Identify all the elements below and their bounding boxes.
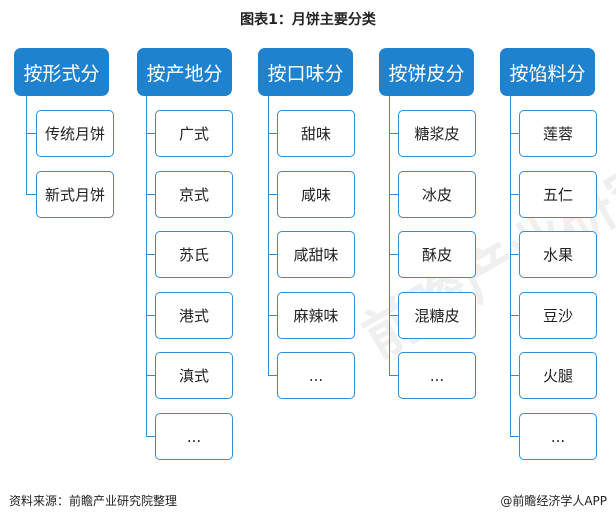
category-item: 甜味 bbox=[277, 110, 355, 157]
connector-line bbox=[26, 133, 36, 134]
category-item: 新式月饼 bbox=[36, 171, 114, 218]
category-item: 咸甜味 bbox=[277, 231, 355, 278]
connector-line bbox=[510, 436, 519, 437]
category-item: ... bbox=[398, 352, 476, 399]
category-item: 苏氏 bbox=[155, 231, 233, 278]
category-item: ... bbox=[155, 413, 233, 460]
connector-line bbox=[510, 194, 519, 195]
category-header-filling: 按馅料分 bbox=[500, 48, 595, 96]
brand-label: @前瞻经济学人APP bbox=[500, 494, 607, 508]
connector-line bbox=[510, 375, 519, 376]
connector-line bbox=[268, 315, 277, 316]
connector-line bbox=[268, 194, 277, 195]
source-note: 资料来源：前瞻产业研究院整理 bbox=[9, 494, 178, 508]
category-header-crust: 按饼皮分 bbox=[379, 48, 474, 96]
connector-line bbox=[389, 96, 390, 375]
category-item: 酥皮 bbox=[398, 231, 476, 278]
category-item: 莲蓉 bbox=[519, 110, 597, 157]
connector-line bbox=[146, 436, 155, 437]
category-header-flavor: 按口味分 bbox=[258, 48, 353, 96]
connector-line bbox=[26, 96, 27, 194]
category-item: 糖浆皮 bbox=[398, 110, 476, 157]
connector-line bbox=[510, 254, 519, 255]
chart-title: 图表1：月饼主要分类 bbox=[240, 12, 376, 28]
connector-line bbox=[510, 96, 511, 436]
category-item: ... bbox=[519, 413, 597, 460]
category-item: 咸味 bbox=[277, 171, 355, 218]
category-item: 京式 bbox=[155, 171, 233, 218]
connector-line bbox=[389, 315, 398, 316]
connector-line bbox=[146, 133, 155, 134]
connector-line bbox=[389, 254, 398, 255]
connector-line bbox=[389, 133, 398, 134]
connector-line bbox=[389, 194, 398, 195]
connector-line bbox=[268, 375, 277, 376]
connector-line bbox=[389, 375, 398, 376]
category-header-origin: 按产地分 bbox=[137, 48, 232, 96]
connector-line bbox=[26, 194, 36, 195]
connector-line bbox=[510, 133, 519, 134]
connector-line bbox=[146, 315, 155, 316]
category-item: 豆沙 bbox=[519, 292, 597, 339]
connector-line bbox=[146, 254, 155, 255]
connector-line bbox=[268, 254, 277, 255]
category-item: 麻辣味 bbox=[277, 292, 355, 339]
category-item: 港式 bbox=[155, 292, 233, 339]
category-item: 五仁 bbox=[519, 171, 597, 218]
category-item: 广式 bbox=[155, 110, 233, 157]
category-item: 水果 bbox=[519, 231, 597, 278]
category-item: 混糖皮 bbox=[398, 292, 476, 339]
connector-line bbox=[268, 96, 269, 375]
connector-line bbox=[146, 194, 155, 195]
connector-line bbox=[146, 96, 147, 436]
category-item: 传统月饼 bbox=[36, 110, 114, 157]
connector-line bbox=[268, 133, 277, 134]
connector-line bbox=[146, 375, 155, 376]
category-item: 滇式 bbox=[155, 352, 233, 399]
category-item: 冰皮 bbox=[398, 171, 476, 218]
category-item: ... bbox=[277, 352, 355, 399]
category-item: 火腿 bbox=[519, 352, 597, 399]
connector-line bbox=[510, 315, 519, 316]
category-header-form: 按形式分 bbox=[14, 48, 109, 96]
